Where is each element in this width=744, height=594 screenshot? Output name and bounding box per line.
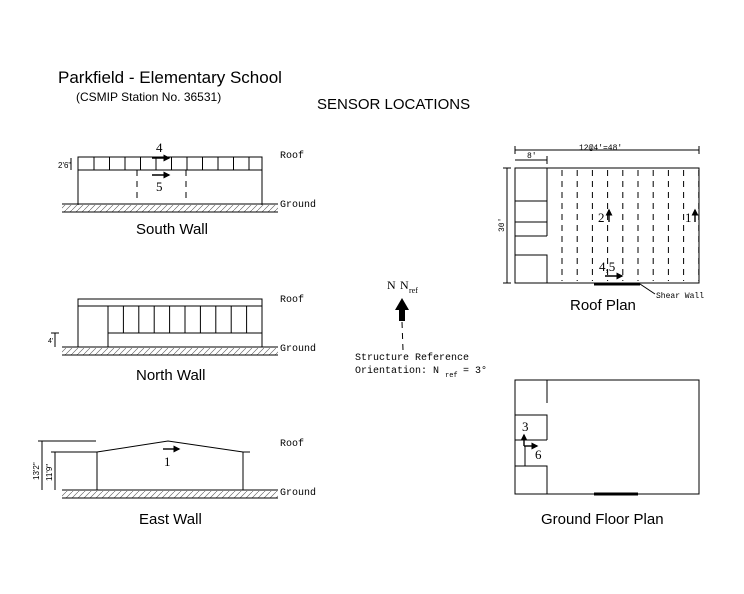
roof-grid-lines (561, 170, 700, 281)
section-heading: SENSOR LOCATIONS (317, 96, 470, 113)
east-wall-caption: East Wall (139, 511, 202, 528)
ground-sensor-6-label: 6 (535, 447, 542, 462)
sensor-4-label: 4 (156, 140, 163, 155)
orientation-note-line2-prefix: Orientation: N (355, 365, 439, 377)
roof-plan-top-dim: 12@4'=48' (579, 144, 622, 153)
south-wall-elevation: 4 5 2'6" (58, 140, 278, 213)
orientation-note-line2-sub: ref (445, 372, 458, 380)
nref-label: N (400, 278, 409, 292)
north-arrow-icon (395, 298, 409, 321)
east-wall-height-outer: 13'2" (32, 462, 41, 480)
drawing-title: Parkfield - Elementary School (58, 68, 282, 87)
north-wall-dim: 4' (48, 338, 53, 345)
roof-plan: 12@4'=48' 8' 30' 2 1 4,5 Shear Wall (498, 144, 704, 301)
window-mullions (122, 306, 248, 333)
roof-plan-caption: Roof Plan (570, 297, 636, 314)
north-label: N (387, 278, 396, 292)
south-wall-height-dim: 2'6" (58, 161, 71, 170)
station-number: (CSMIP Station No. 36531) (76, 90, 221, 104)
roof-sensor-2-label: 2 (598, 210, 605, 225)
east-wall-elevation: 1 13'2" 11'9" (32, 440, 278, 499)
roof-sensor-45-label: 4,5 (599, 259, 615, 274)
north-wall-elevation: 4' (48, 298, 278, 356)
east-ground-level: Ground (280, 487, 316, 499)
north-wall-caption: North Wall (136, 367, 205, 384)
nref-subscript: ref (409, 286, 418, 295)
orientation-note: Structure Reference Orientation: N ref =… (355, 352, 487, 380)
north-ground-level: Ground (280, 343, 316, 355)
orientation-note-line2-suffix: = 3° (463, 365, 487, 377)
ground-sensor-3-label: 3 (522, 419, 529, 434)
south-roof-level: Roof (280, 150, 304, 162)
east-roof-level: Roof (280, 438, 304, 450)
ground-floor-plan: 3 6 (514, 379, 700, 496)
south-wall-caption: South Wall (136, 221, 208, 238)
roof-plan-side-dim: 30' (498, 218, 507, 232)
shear-wall-label: Shear Wall (656, 292, 704, 301)
east-sensor-1-label: 1 (164, 454, 171, 469)
north-arrow: N N ref (387, 278, 418, 351)
roof-sensor-1-label: 1 (685, 210, 692, 225)
north-roof-level: Roof (280, 294, 304, 306)
south-ground-level: Ground (280, 199, 316, 211)
sensor-5-label: 5 (156, 179, 163, 194)
east-wall-height-inner: 11'9" (45, 464, 54, 481)
ground-floor-plan-caption: Ground Floor Plan (541, 511, 664, 528)
orientation-note-line1: Structure Reference (355, 352, 469, 364)
roof-plan-left-dim: 8' (527, 152, 537, 161)
clerestory-mullions (93, 157, 250, 170)
